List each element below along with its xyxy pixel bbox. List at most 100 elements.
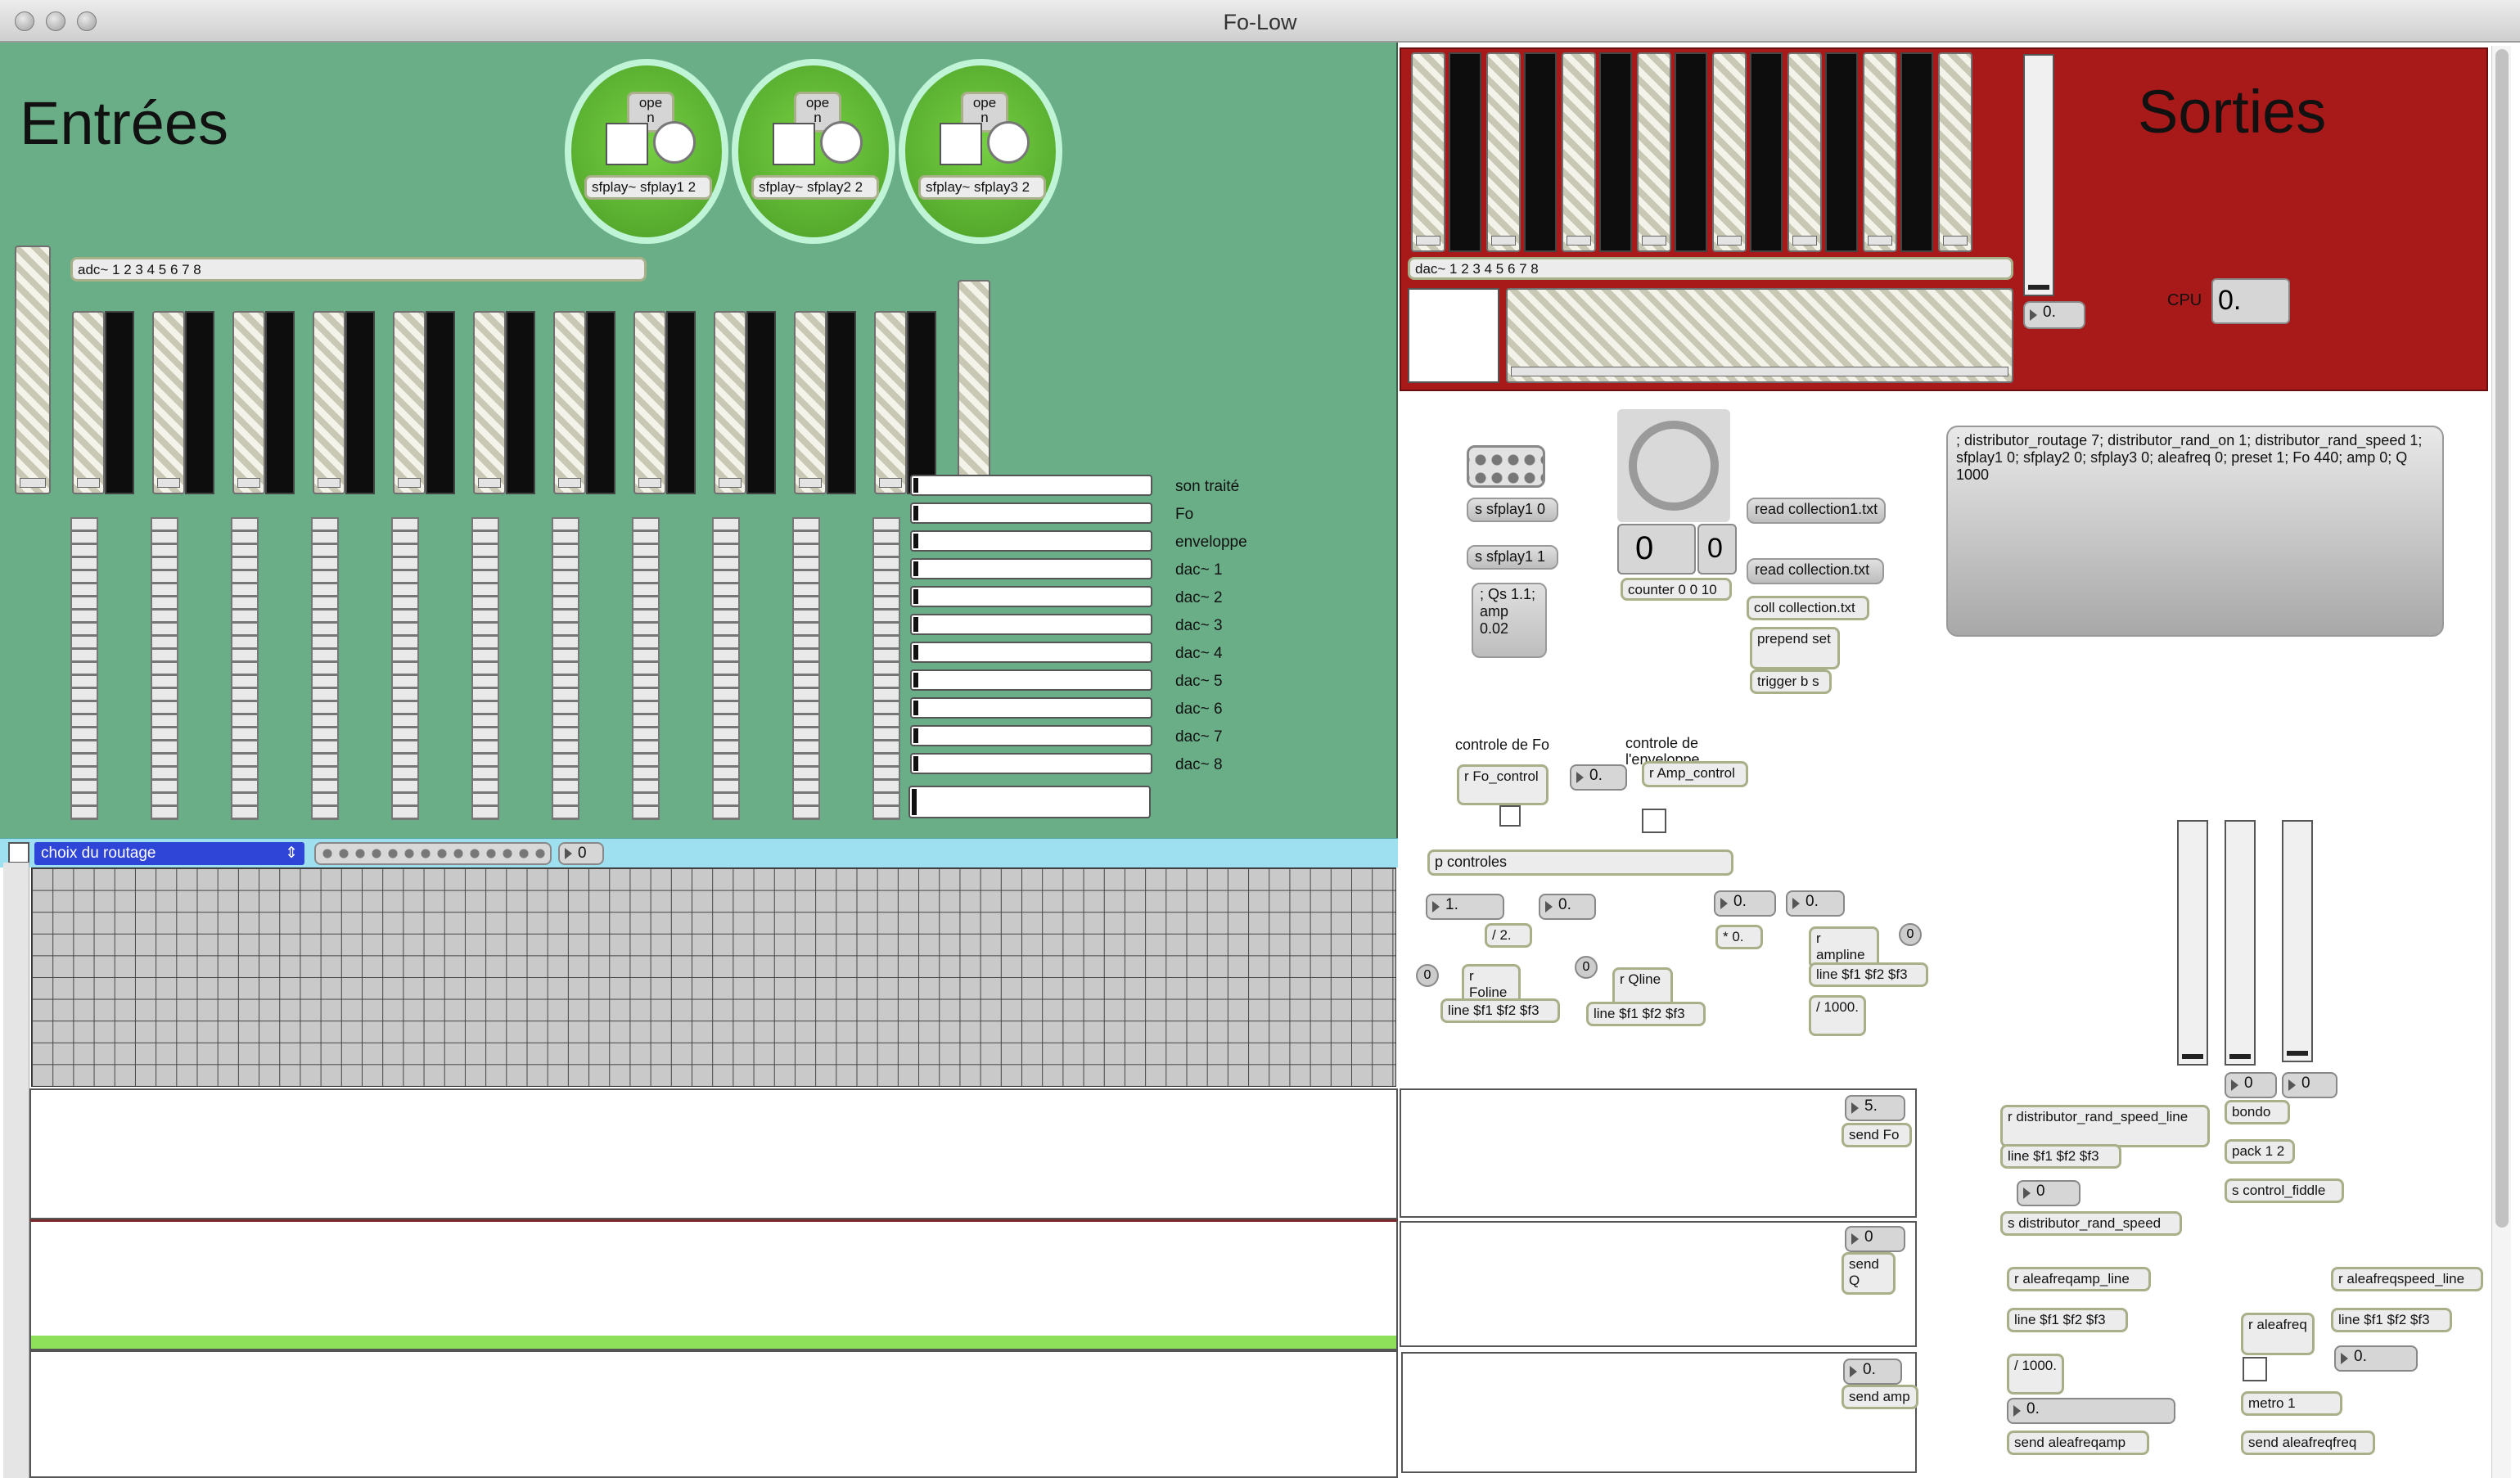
input-channel-slider[interactable] (473, 311, 506, 494)
output-channel-slider[interactable] (1863, 52, 1897, 252)
metro-object[interactable]: metro 1 (2241, 1391, 2342, 1416)
level-bar[interactable] (910, 753, 1152, 774)
rand-speed-number[interactable]: 0 (2017, 1180, 2080, 1206)
r-distributor-rand-speed-line-object[interactable]: r distributor_rand_speed_line (2000, 1105, 2210, 1147)
fo-value-number[interactable]: 1. (1426, 894, 1504, 920)
output-channel-slider[interactable] (1411, 52, 1445, 252)
input-channel-slider[interactable] (553, 311, 586, 494)
level-bar[interactable] (910, 725, 1152, 746)
s-control-fiddle-object[interactable]: s control_fiddle (2225, 1178, 2344, 1203)
env-number[interactable]: 0. (1570, 764, 1627, 791)
r-aleafreqspeed-line-object[interactable]: r aleafreqspeed_line (2331, 1267, 2483, 1291)
input-channel-slider[interactable] (633, 311, 666, 494)
line-rand-object[interactable]: line $f1 $f2 $f3 (2000, 1144, 2121, 1169)
q-send-number[interactable]: 0 (1845, 1226, 1905, 1252)
fo-control-toggle[interactable] (1499, 805, 1521, 827)
bondo-number-2[interactable]: 0 (2282, 1072, 2337, 1098)
level-bar[interactable] (910, 502, 1152, 524)
aleaspeed-number[interactable]: 0. (2334, 1345, 2418, 1372)
send-aleafreqfreq-object[interactable]: send aleafreqfreq (2241, 1431, 2375, 1455)
extra-level-bar[interactable] (908, 786, 1151, 818)
amp-bang[interactable]: 0 (1899, 923, 1922, 946)
send-aleafreqamp-object[interactable]: send aleafreqamp (2007, 1431, 2149, 1455)
fo-bang[interactable]: 0 (1416, 964, 1439, 987)
sfplay-object[interactable]: sfplay~ sfplay3 2 (918, 175, 1046, 200)
fo-number[interactable]: 0. (1539, 894, 1596, 920)
read-collection1-message[interactable]: read collection1.txt (1747, 498, 1886, 524)
input-gain-slider[interactable] (15, 246, 51, 494)
input-channel-slider[interactable] (714, 311, 746, 494)
aleafreq-toggle[interactable] (2243, 1357, 2267, 1381)
play-button[interactable] (987, 121, 1030, 164)
routing-toggle[interactable] (8, 842, 29, 863)
div1000b-object[interactable]: / 1000. (2007, 1354, 2064, 1395)
fiddle-slider-1[interactable] (2177, 820, 2208, 1066)
level-bar[interactable] (910, 558, 1152, 579)
play-toggle[interactable] (773, 123, 815, 165)
sfplay-object[interactable]: sfplay~ sfplay1 2 (584, 175, 712, 200)
level-bar[interactable] (910, 530, 1152, 552)
preset-message-box[interactable]: ; distributor_routage 7; distributor_ran… (1946, 426, 2444, 637)
input-channel-slider[interactable] (232, 311, 265, 494)
output-channel-slider[interactable] (1486, 52, 1521, 252)
output-channel-slider[interactable] (1637, 52, 1671, 252)
routing-matrix[interactable] (31, 867, 1396, 1087)
line-fo-object[interactable]: line $f1 $f2 $f3 (1440, 998, 1560, 1023)
output-channel-slider[interactable] (1938, 52, 1972, 252)
input-channel-slider[interactable] (313, 311, 345, 494)
s-sfplay1-1-message[interactable]: s sfplay1 1 (1467, 545, 1558, 570)
input-channel-slider[interactable] (152, 311, 185, 494)
output-master-slider[interactable] (1506, 288, 2013, 383)
trigger-object[interactable]: trigger b s (1750, 669, 1832, 694)
r-fo-control-object[interactable]: r Fo_control (1457, 764, 1549, 805)
s-distributor-rand-speed-object[interactable]: s distributor_rand_speed (2000, 1211, 2182, 1236)
input-channel-slider[interactable] (393, 311, 426, 494)
sfplay-player-1[interactable]: ope n sfplay~ sfplay1 2 (565, 59, 728, 244)
input-channel-slider[interactable] (794, 311, 827, 494)
line-amp-object[interactable]: line $f1 $f2 $f3 (1809, 962, 1928, 987)
fiddle-slider-2[interactable] (2225, 820, 2256, 1066)
r-aleafreqamp-line-object[interactable]: r aleafreqamp_line (2007, 1267, 2151, 1291)
counter-big-number[interactable]: 0 (1617, 524, 1696, 575)
bondo-object[interactable]: bondo (2225, 1100, 2290, 1124)
line-q-object[interactable]: line $f1 $f2 $f3 (1586, 1002, 1706, 1026)
minimize-window-button[interactable] (46, 11, 65, 31)
q-bang[interactable]: 0 (1575, 956, 1598, 979)
output-channel-slider[interactable] (1787, 52, 1822, 252)
play-toggle[interactable] (606, 123, 648, 165)
qs-amp-message[interactable]: ; Qs 1.1; amp 0.02 (1472, 583, 1547, 658)
close-window-button[interactable] (15, 11, 34, 31)
counter-object[interactable]: counter 0 0 10 (1621, 578, 1732, 601)
output-gain-value[interactable]: 0. (2023, 301, 2085, 329)
play-button[interactable] (820, 121, 863, 164)
r-amp-control-object[interactable]: r Amp_control (1642, 761, 1748, 787)
sfplay-object[interactable]: sfplay~ sfplay2 2 (751, 175, 879, 200)
div1000-object[interactable]: / 1000. (1809, 995, 1866, 1036)
sfplay-player-3[interactable]: ope n sfplay~ sfplay3 2 (899, 59, 1062, 244)
s-sfplay1-0-message[interactable]: s sfplay1 0 (1467, 498, 1558, 522)
scrollbar-thumb[interactable] (2495, 49, 2509, 1228)
prepend-set-object[interactable]: prepend set (1750, 627, 1840, 669)
amp-number-b[interactable]: 0. (1786, 890, 1845, 917)
play-button[interactable] (653, 121, 696, 164)
fo-send-number[interactable]: 5. (1845, 1095, 1905, 1121)
line-aleaspeed-object[interactable]: line $f1 $f2 $f3 (2331, 1308, 2452, 1332)
output-gain-slider[interactable] (2023, 54, 2054, 296)
amp-control-toggle[interactable] (1642, 809, 1666, 833)
line-aleaamp-object[interactable]: line $f1 $f2 $f3 (2007, 1308, 2128, 1332)
preset-object[interactable] (1467, 445, 1545, 488)
input-channel-slider[interactable] (72, 311, 105, 494)
amp-number-a[interactable]: 0. (1714, 890, 1776, 917)
counter-small-number[interactable]: 0 (1697, 524, 1737, 575)
level-bar[interactable] (910, 642, 1152, 663)
level-bar[interactable] (910, 697, 1152, 719)
coll-object[interactable]: coll collection.txt (1747, 596, 1869, 620)
bondo-number-1[interactable]: 0 (2225, 1072, 2277, 1098)
sfplay-player-2[interactable]: ope n sfplay~ sfplay2 2 (732, 59, 895, 244)
amp-send-number[interactable]: 0. (1843, 1359, 1902, 1385)
level-bar[interactable] (910, 669, 1152, 691)
dial-icon[interactable] (1629, 421, 1719, 511)
send-fo-object[interactable]: send Fo (1842, 1123, 1912, 1147)
preset-dots[interactable] (314, 842, 552, 865)
routing-number[interactable]: 0 (558, 842, 604, 865)
